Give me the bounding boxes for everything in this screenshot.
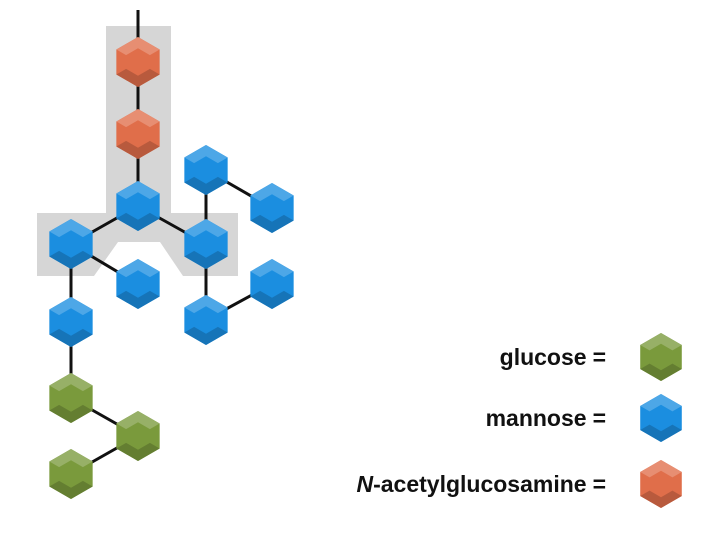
mannose-residue-man-right-3-highlight-facet: [250, 259, 294, 278]
mannose-residue-man-core-highlight-facet: [116, 181, 160, 200]
glucose-residue-glc-1: [49, 373, 93, 423]
glucose-residue-glc-1-highlight-facet: [49, 373, 93, 392]
legend-mannose-equals: =: [592, 404, 606, 431]
mannose-residue-man-right-2: [184, 295, 228, 345]
mannose-residue-man-left-2: [116, 259, 160, 309]
glucose-residue-glc-2-shadow-facet: [116, 442, 160, 461]
mannose-residue-man-left-3: [49, 297, 93, 347]
mannose-residue-man-right-top-2-highlight-facet: [250, 183, 294, 202]
mannose-residue-man-left-3-highlight-facet: [49, 297, 93, 316]
legend-swatches: [640, 333, 682, 508]
glucose-residue-glc-3: [49, 449, 93, 499]
mannose-residue-man-right-top-shadow-facet: [184, 176, 228, 195]
legend-glucose-label: glucose: [499, 343, 587, 370]
legend-swatch-n-acetylglucosamine-shadow-facet: [640, 490, 682, 508]
mannose-residue-man-left-2-highlight-facet: [116, 259, 160, 278]
mannose-residue-man-left-1: [49, 219, 93, 269]
legend-swatch-mannose: [640, 394, 682, 442]
mannose-residue-man-right-2-highlight-facet: [184, 295, 228, 314]
mannose-residue-man-right-3-shadow-facet: [250, 290, 294, 309]
legend-nag-italic: N: [356, 470, 374, 497]
n-acetylglucosamine-residue-nag-1-shadow-facet: [116, 68, 160, 87]
mannose-residue-man-left-1-shadow-facet: [49, 250, 93, 269]
mannose-residue-man-left-2-shadow-facet: [116, 290, 160, 309]
legend-swatch-mannose-highlight-facet: [640, 394, 682, 412]
mannose-residue-man-right-top-2-shadow-facet: [250, 214, 294, 233]
sugar-residues: [49, 37, 294, 499]
legend-swatch-n-acetylglucosamine: [640, 460, 682, 508]
mannose-residue-man-core: [116, 181, 160, 231]
legend-n-acetylglucosamine: N-acetylglucosamine=: [356, 464, 606, 504]
n-acetylglucosamine-residue-nag-1-highlight-facet: [116, 37, 160, 56]
legend-swatch-glucose-shadow-facet: [640, 363, 682, 381]
legend-mannose: mannose=: [486, 398, 606, 438]
mannose-residue-man-right-top-2: [250, 183, 294, 233]
legend-nag-label: -acetylglucosamine: [373, 470, 587, 497]
glucose-residue-glc-2: [116, 411, 160, 461]
mannose-residue-man-core-shadow-facet: [116, 212, 160, 231]
legend-glucose: glucose=: [500, 337, 606, 377]
mannose-residue-man-right-3: [250, 259, 294, 309]
legend-swatch-glucose-highlight-facet: [640, 333, 682, 351]
legend-nag-equals: =: [592, 470, 606, 497]
glucose-residue-glc-3-shadow-facet: [49, 480, 93, 499]
mannose-residue-man-right-top-highlight-facet: [184, 145, 228, 164]
legend-swatch-glucose: [640, 333, 682, 381]
mannose-residue-man-right-1-shadow-facet: [184, 250, 228, 269]
n-acetylglucosamine-residue-nag-2-highlight-facet: [116, 109, 160, 128]
glucose-residue-glc-1-shadow-facet: [49, 404, 93, 423]
legend-swatch-n-acetylglucosamine-highlight-facet: [640, 460, 682, 478]
n-acetylglucosamine-residue-nag-2: [116, 109, 160, 159]
mannose-residue-man-right-1-highlight-facet: [184, 219, 228, 238]
glucose-residue-glc-3-highlight-facet: [49, 449, 93, 468]
mannose-residue-man-right-2-shadow-facet: [184, 326, 228, 345]
glucose-residue-glc-2-highlight-facet: [116, 411, 160, 430]
n-acetylglucosamine-residue-nag-1: [116, 37, 160, 87]
mannose-residue-man-right-top: [184, 145, 228, 195]
mannose-residue-man-left-3-shadow-facet: [49, 328, 93, 347]
n-acetylglucosamine-residue-nag-2-shadow-facet: [116, 140, 160, 159]
mannose-residue-man-left-1-highlight-facet: [49, 219, 93, 238]
legend-mannose-label: mannose: [485, 404, 587, 431]
legend-glucose-equals: =: [592, 343, 606, 370]
mannose-residue-man-right-1: [184, 219, 228, 269]
legend-swatch-mannose-shadow-facet: [640, 424, 682, 442]
